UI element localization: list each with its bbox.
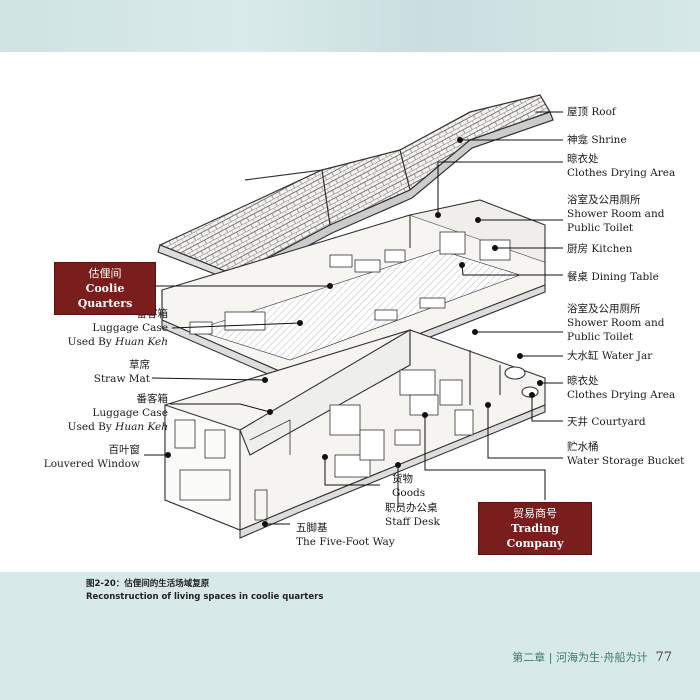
label-roof: 屋顶 Roof [567, 106, 616, 118]
trading-company-box: 贸易商号 Trading Company [478, 502, 592, 555]
coolie-quarters-en: Coolie Quarters [77, 282, 133, 310]
label-water-jar: 大水缸 Water Jar [567, 350, 653, 362]
caption-en: Reconstruction of living spaces in cooli… [86, 592, 324, 602]
label-dining-table: 餐桌 Dining Table [567, 271, 659, 283]
page-number: 77 [655, 650, 672, 665]
caption-cn: 图2-20：估俚间的生活场域复原 [86, 579, 210, 589]
trading-company-cn: 贸易商号 [513, 507, 557, 520]
top-decorative-band [0, 0, 700, 52]
trading-company-en: Trading Company [506, 522, 564, 550]
figure-caption: 图2-20：估俚间的生活场域复原 Reconstruction of livin… [86, 578, 323, 604]
label-courtyard: 天井 Courtyard [567, 416, 646, 428]
coolie-quarters-cn: 估俚间 [88, 267, 122, 280]
bottom-band [0, 572, 700, 700]
coolie-quarters-box: 估俚间 Coolie Quarters [54, 262, 156, 315]
label-shrine: 神龛 Shrine [567, 134, 627, 146]
leader-lines [144, 111, 563, 527]
page-footer: 第二章 | 河海为生·舟船为计 77 [512, 649, 672, 665]
chapter-title: 第二章 | 河海为生·舟船为计 [512, 651, 648, 664]
label-kitchen: 厨房 Kitchen [567, 243, 633, 255]
